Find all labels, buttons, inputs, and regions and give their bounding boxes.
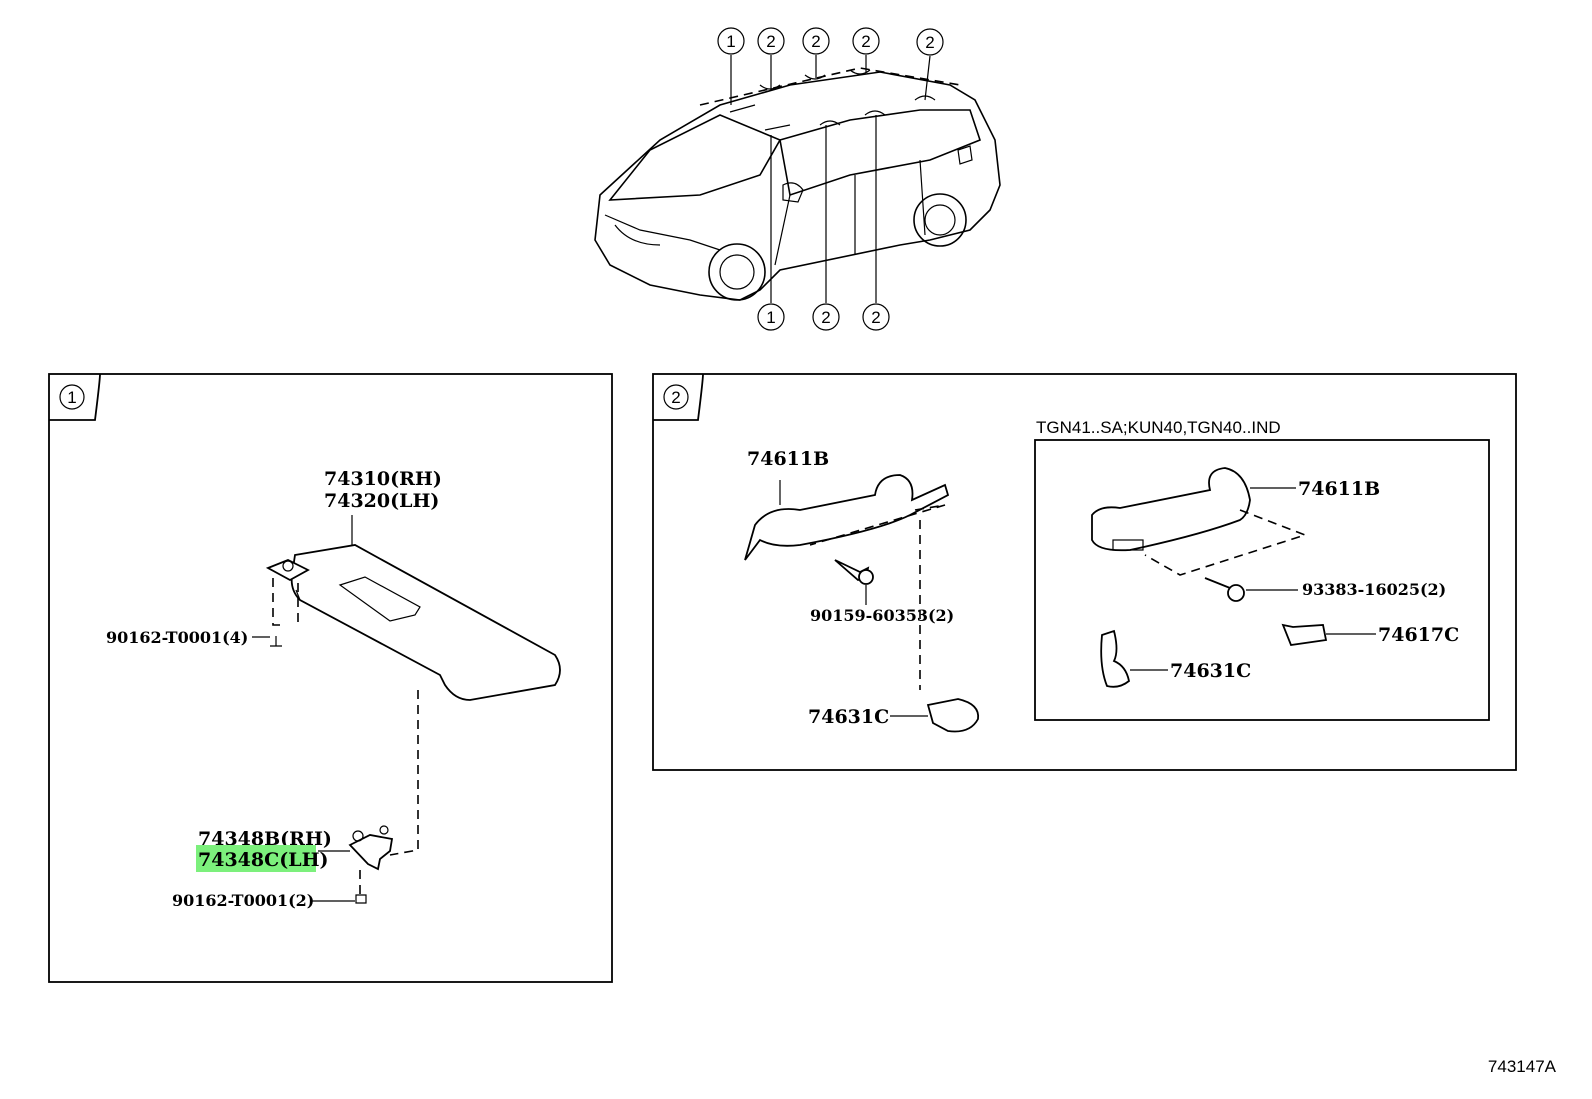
part-label-74611b[interactable]: 74611B xyxy=(747,448,829,470)
part-label-74348b[interactable]: 74348B(RH) xyxy=(198,828,332,850)
part-label-90162-t0001-4[interactable]: 90162-T0001(4) xyxy=(106,628,248,647)
subpanel-frame xyxy=(1034,439,1490,721)
panel-2-frame xyxy=(652,373,1517,771)
part-label-93383-16025[interactable]: 93383-16025(2) xyxy=(1302,580,1446,599)
callouts-top: 1 2 2 2 2 xyxy=(717,27,944,56)
part-label-90159-60353[interactable]: 90159-60353(2) xyxy=(810,606,954,625)
panel-2-index: 2 xyxy=(671,388,680,407)
callout-2: 2 xyxy=(871,308,880,327)
assist-grip-alt xyxy=(1091,467,1251,552)
panel-2-assist-grip: 2 74611B 90159-60353(2) 74631C TGN41..SA… xyxy=(652,373,1517,771)
highlight-74348c xyxy=(196,845,316,872)
panel-1-index: 1 xyxy=(67,388,76,407)
diagram-id: 743147A xyxy=(1488,1057,1557,1076)
part-label-74320[interactable]: 74320(LH) xyxy=(324,490,439,512)
callout-2: 2 xyxy=(821,308,830,327)
part-label-74310[interactable]: 74310(RH) xyxy=(324,468,442,490)
part-label-90162-t0001-2[interactable]: 90162-T0001(2) xyxy=(172,891,314,910)
part-label-74617c[interactable]: 74617C xyxy=(1378,624,1459,646)
part-label-74631c-alt[interactable]: 74631C xyxy=(1170,660,1251,682)
part-label-74348c[interactable]: 74348C(LH) xyxy=(198,849,329,871)
sun-visor xyxy=(290,544,561,701)
callouts-bottom: 1 2 2 xyxy=(757,303,890,331)
callout-2: 2 xyxy=(766,32,775,51)
callout-2: 2 xyxy=(925,33,934,52)
grip-cover xyxy=(1281,623,1328,646)
panel-1-frame xyxy=(48,373,613,983)
callout-1: 1 xyxy=(726,32,735,51)
panel-1-sun-visor: 1 74310(RH) 74320(LH) 90162-T0001(4) 743… xyxy=(48,373,613,983)
subpanel-caption: TGN41..SA;KUN40,TGN40..IND xyxy=(1036,418,1281,437)
grip-hook-alt xyxy=(1100,629,1130,688)
vehicle-illustration xyxy=(594,67,1001,301)
grip-hook xyxy=(926,698,980,733)
callout-leaders xyxy=(730,55,931,303)
callout-2: 2 xyxy=(861,32,870,51)
visor-holder xyxy=(348,834,394,871)
assist-grip xyxy=(744,474,950,561)
part-label-74611b-alt[interactable]: 74611B xyxy=(1298,478,1380,500)
part-label-74631c[interactable]: 74631C xyxy=(808,706,889,728)
callout-1: 1 xyxy=(766,308,775,327)
callout-2: 2 xyxy=(811,32,820,51)
